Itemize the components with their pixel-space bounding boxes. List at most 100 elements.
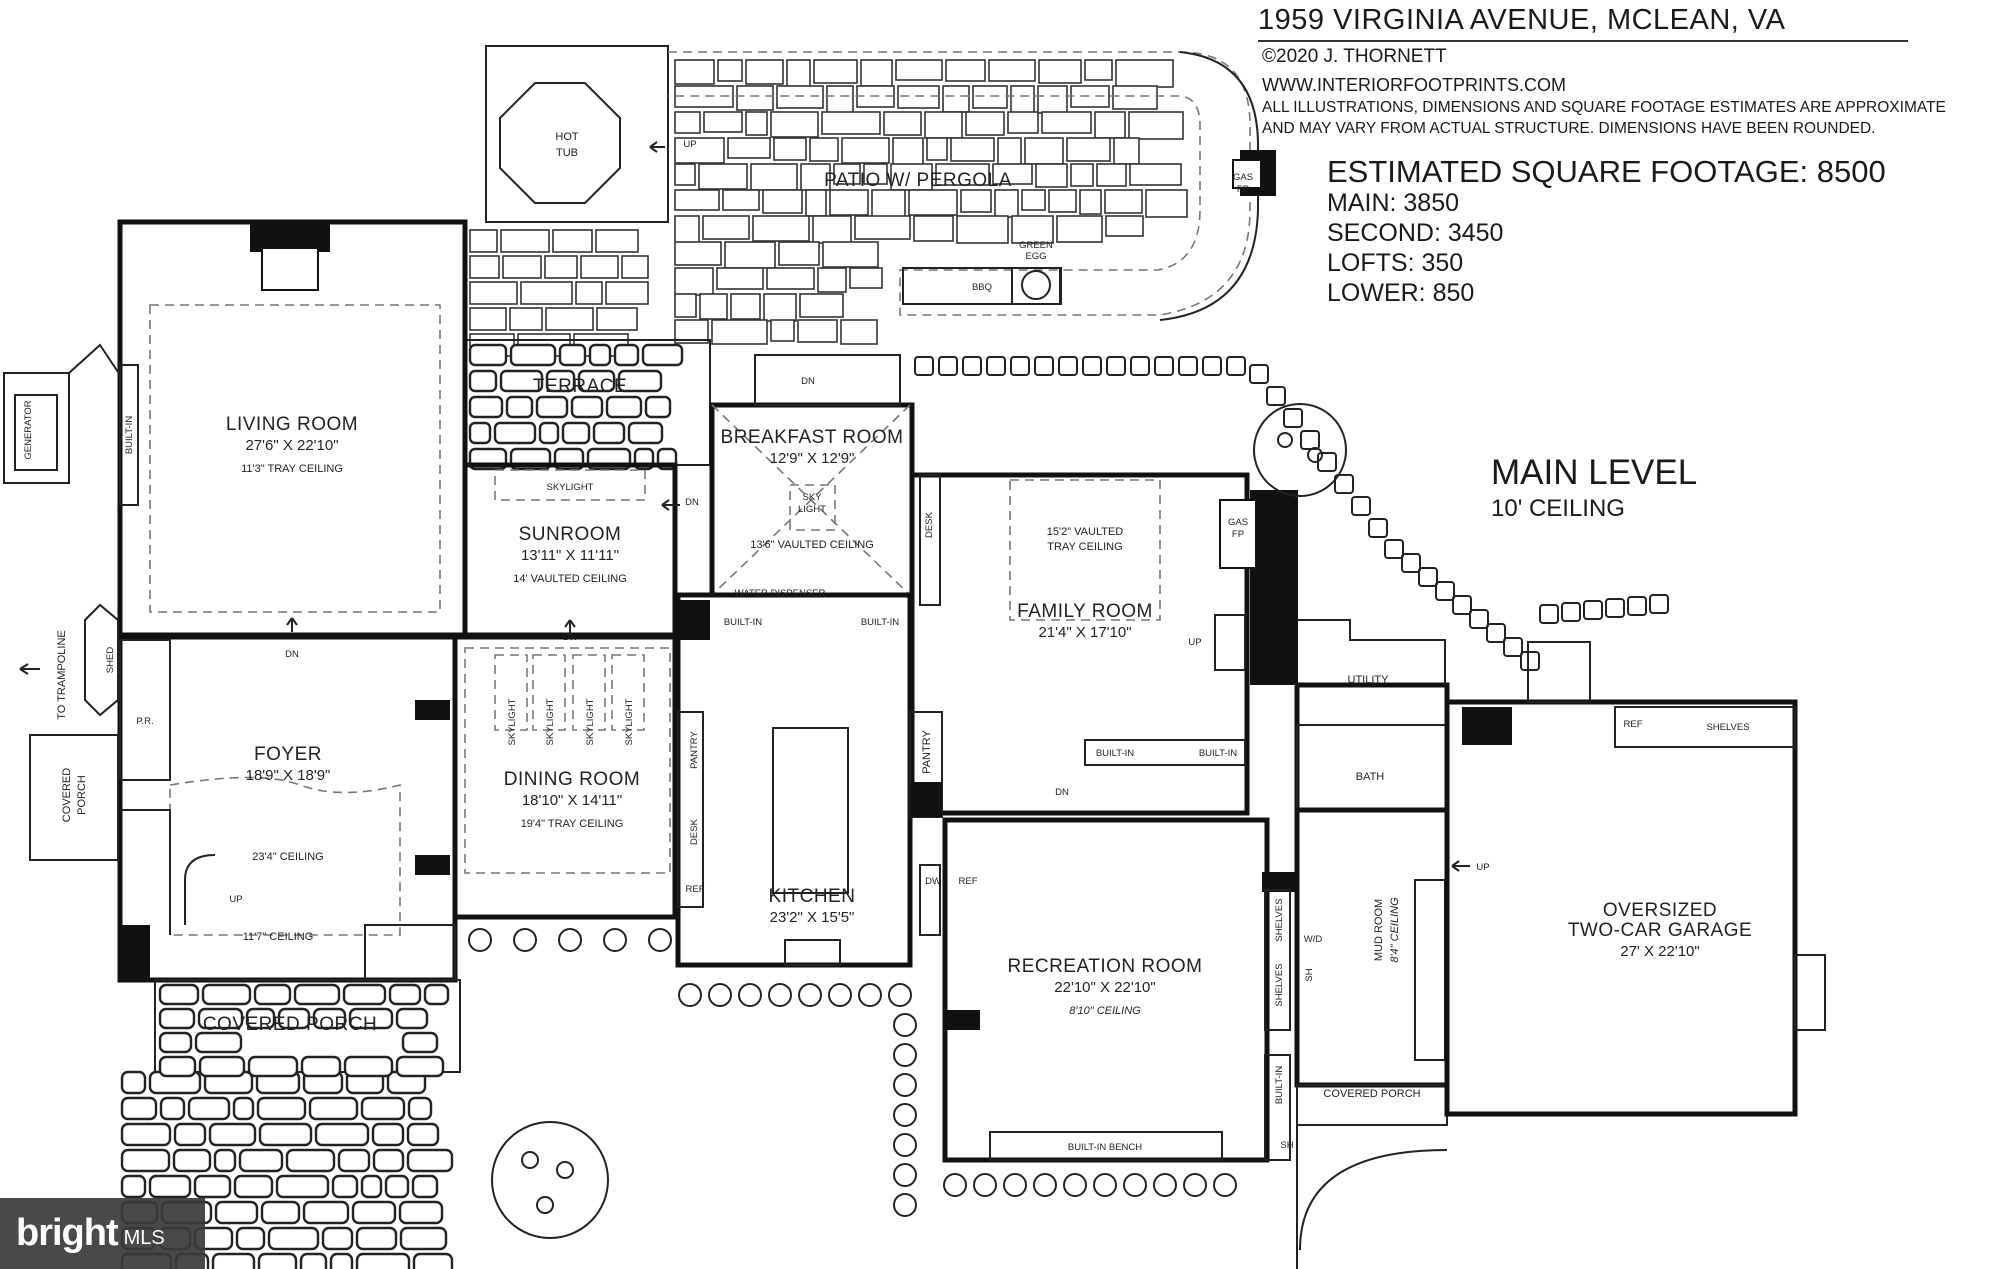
family-stairs	[1214, 614, 1246, 671]
porch-stone	[308, 1096, 359, 1121]
terrace-stone	[588, 343, 612, 367]
porch-stone	[214, 1200, 259, 1225]
sunroom-dims: 13'11" X 11'11"	[521, 547, 619, 564]
living-room-ceiling: 11'3" TRAY CEILING	[241, 463, 343, 475]
breakfast-steps	[754, 354, 901, 406]
patio-paver	[520, 281, 573, 305]
walkway-stone	[1082, 356, 1102, 376]
porch-stone	[407, 1096, 433, 1121]
porch-stone	[342, 983, 387, 1006]
terrace-stone	[538, 421, 560, 445]
walkway-stone	[1583, 600, 1603, 620]
terrace-stone	[613, 343, 640, 367]
kitchen-dims: 23'2" X 15'5"	[770, 909, 855, 926]
porch-stone	[388, 983, 422, 1006]
patio-paver	[1066, 137, 1111, 162]
terrace-label: TERRACE	[533, 376, 627, 397]
porch-stone	[293, 983, 341, 1006]
shrub	[1123, 1173, 1147, 1197]
terrace-stone	[641, 343, 684, 367]
patio-paver	[776, 85, 824, 109]
shrub	[828, 983, 852, 1007]
foyer-closet-dark	[118, 925, 150, 980]
bbq-label: BBQ	[972, 282, 992, 293]
pr-label: P.R.	[136, 716, 153, 727]
kitchen-ref-left: REF	[686, 884, 705, 895]
walkway-stone	[1010, 356, 1030, 376]
patio-paver	[674, 59, 715, 85]
shrub	[468, 928, 492, 952]
sqft-lower: LOWER: 850	[1327, 279, 1475, 307]
garage-walls	[1444, 699, 1798, 1117]
dining-room-dims: 18'10" X 14'11"	[522, 792, 622, 809]
family-built-in-label: BUILT-IN	[1096, 748, 1134, 759]
terrace-stone	[499, 369, 544, 393]
shrub	[893, 1043, 917, 1067]
walkway-stone	[1401, 553, 1421, 573]
living-built-in-label: BUILT-IN	[124, 416, 135, 454]
walkway-stone	[1561, 602, 1581, 622]
kitchen-built-in-right: BUILT-IN	[861, 617, 899, 628]
porch-stone	[258, 1122, 313, 1147]
terrace-stonework	[464, 339, 711, 471]
dn-breakfast: DN	[801, 376, 815, 387]
kitchen-pantry-right-label: PANTRY	[921, 730, 933, 774]
porch-stone	[158, 1031, 193, 1054]
generator-door-swing	[68, 343, 121, 376]
shrub	[1153, 1173, 1177, 1197]
level-ceiling: 10' CEILING	[1491, 495, 1625, 522]
porch-stone	[355, 1252, 411, 1269]
garage-shelves-label: SHELVES	[1706, 722, 1749, 733]
porch-stone	[172, 1148, 212, 1173]
walkway-stone	[986, 356, 1006, 376]
walkway-stone	[1334, 474, 1354, 494]
patio-paver	[674, 137, 725, 164]
porch-stone	[321, 1226, 354, 1251]
porch-stone	[198, 1055, 246, 1078]
porch-stone	[312, 1007, 347, 1030]
patio-label: PATIO W/ PERGOLA	[824, 170, 1012, 191]
porch-stone	[299, 1252, 328, 1269]
covered-porch-side-label-2: PORCH	[76, 775, 88, 815]
terrace-stones	[468, 343, 684, 471]
shed-label: SHED	[105, 647, 116, 674]
porch-stone	[247, 1055, 299, 1078]
porch-stone	[256, 1096, 307, 1121]
patio-paver	[762, 189, 803, 214]
dining-room-name: DINING ROOM	[504, 769, 640, 790]
hot-tub-deck	[485, 45, 669, 223]
patio-paver	[1021, 189, 1046, 211]
skylight-1	[494, 654, 528, 731]
walkway-stone	[914, 356, 934, 376]
patio-paver	[552, 229, 593, 253]
shrub	[1033, 1173, 1057, 1197]
patio-paver	[674, 215, 700, 244]
hot-tub-label: HOT	[555, 131, 579, 143]
shrub	[1183, 1173, 1207, 1197]
mud-room-ceiling: 8'4" CEILING	[1389, 897, 1401, 963]
dn-family: DN	[1055, 787, 1069, 798]
family-room-dims: 21'4" X 17'10"	[1038, 624, 1131, 641]
green-egg-label: GREEN	[1019, 240, 1053, 251]
porch-stone	[232, 1096, 255, 1121]
walkway-stone	[1605, 598, 1625, 618]
generator-label: GENERATOR	[23, 400, 34, 459]
terrace-stone	[577, 369, 616, 393]
shrub	[1213, 1173, 1237, 1197]
foyer-ceiling-2: 11'7" CEILING	[243, 931, 314, 943]
bright-mls-watermark: bright MLS	[0, 1198, 205, 1269]
patio-paver	[1010, 85, 1035, 114]
patio-paver	[1104, 189, 1143, 214]
patio-paver	[469, 307, 507, 331]
porch-stone	[257, 1252, 298, 1269]
patio-paver	[812, 215, 852, 244]
sunroom-skylight	[494, 469, 646, 501]
skylight-4	[611, 654, 645, 731]
patio-paver	[699, 293, 728, 320]
walkway-stone	[1384, 539, 1404, 559]
up-foyer: UP	[229, 894, 242, 905]
kitchen-pantry-left-label: PANTRY	[689, 731, 700, 769]
gas-fp-family	[1250, 490, 1298, 685]
patio-paver	[994, 189, 1019, 218]
foyer-stair-rail	[120, 809, 171, 935]
